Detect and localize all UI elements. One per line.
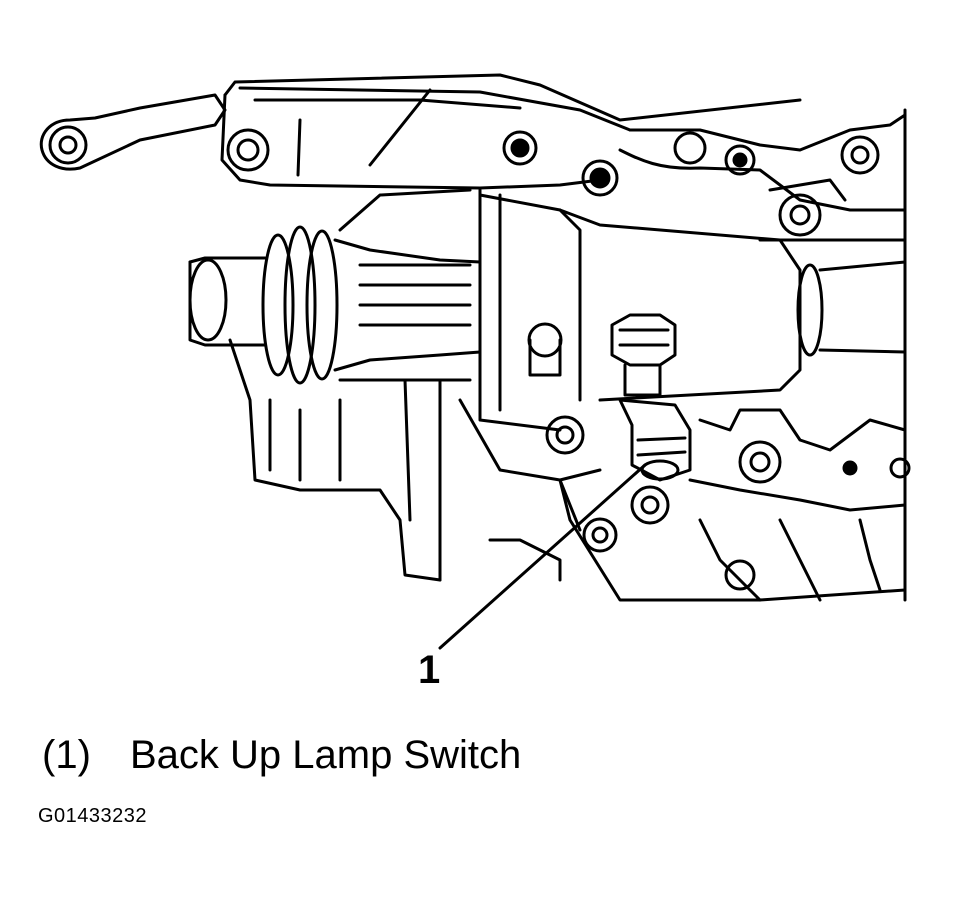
legend-item-label: Back Up Lamp Switch (130, 733, 522, 777)
figure-id: G01433232 (38, 805, 148, 827)
transaxle-case-upper-right (618, 108, 907, 602)
axle-boot (188, 188, 482, 385)
callout-number-1: 1 (418, 648, 441, 692)
upper-bracket (220, 73, 802, 197)
back-up-lamp-switch (610, 313, 692, 482)
transaxle-case-lower (228, 338, 911, 602)
legend-item-number: (1) (42, 733, 91, 777)
transaxle-diagram (39, 73, 911, 650)
legend: (1) Back Up Lamp Switch (42, 735, 521, 775)
callout-leader-line (438, 463, 647, 650)
transaxle-case-center (478, 188, 907, 455)
shift-lever-arm (39, 93, 227, 171)
